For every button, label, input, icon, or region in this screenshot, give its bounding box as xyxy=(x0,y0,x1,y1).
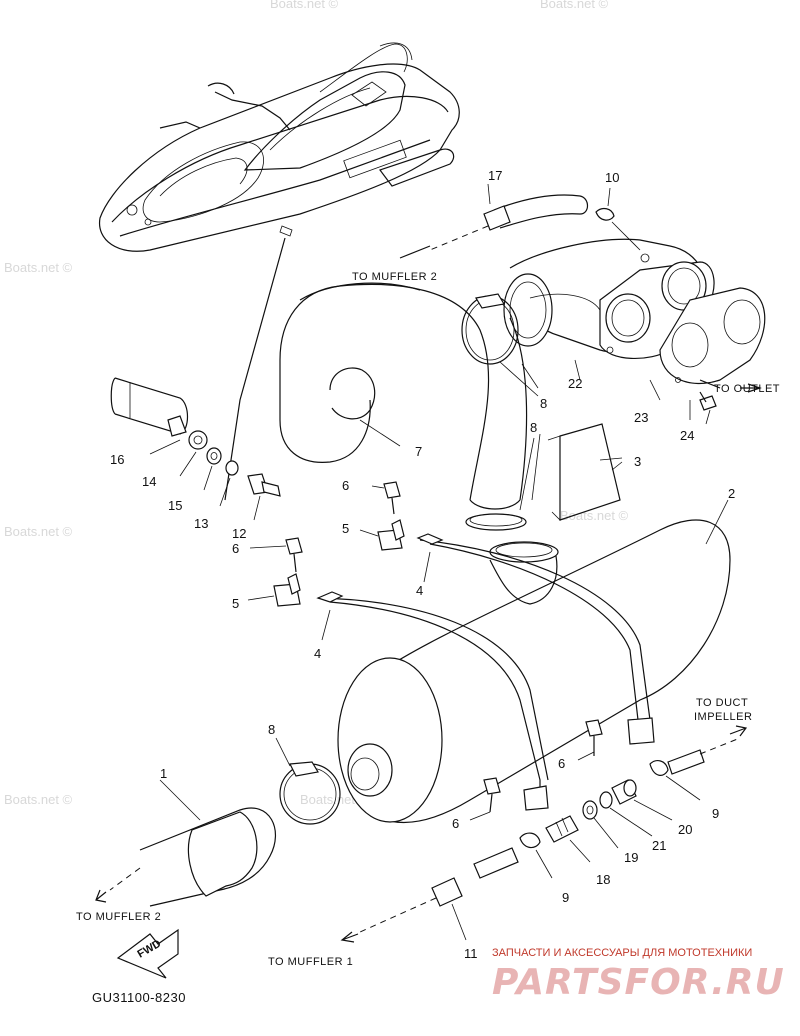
watermark: Boats.net © xyxy=(540,0,609,11)
label-4-front: 4 xyxy=(314,646,321,661)
washer-19 xyxy=(582,800,619,849)
insulation-panel-3 xyxy=(547,423,623,521)
label-10: 10 xyxy=(605,170,619,185)
fwd-arrow-icon: FWD xyxy=(116,928,179,979)
label-15: 15 xyxy=(168,498,182,513)
hull-grille xyxy=(343,139,407,179)
label-16: 16 xyxy=(110,452,124,467)
bracket-5-left xyxy=(247,573,301,607)
bolt-6-lower xyxy=(469,777,501,821)
label-13: 13 xyxy=(194,516,208,531)
part-number-labels: 17 10 8 22 23 24 8 3 7 2 16 14 15 13 12 … xyxy=(110,168,735,961)
label-22: 22 xyxy=(568,376,582,391)
clip-9-lower xyxy=(519,832,553,879)
muffler-2 xyxy=(337,499,731,824)
pipe-1 xyxy=(95,779,276,907)
strap-4-rear xyxy=(416,533,655,745)
label-7: 7 xyxy=(415,444,422,459)
fitting-18 xyxy=(545,815,591,863)
label-20: 20 xyxy=(678,822,692,837)
label-12: 12 xyxy=(232,526,246,541)
label-4-rear: 4 xyxy=(416,583,423,598)
label-19: 19 xyxy=(624,850,638,865)
to-muffler-2-bottom: TO MUFFLER 2 xyxy=(76,911,161,923)
bolt-12 xyxy=(247,473,281,521)
clip-9-right xyxy=(649,760,701,801)
exhaust-elbow-22 xyxy=(503,238,715,381)
watermarks: Boats.net © Boats.net © Boats.net © Boat… xyxy=(4,0,629,807)
hose-clamp-8-middle xyxy=(465,437,535,531)
bolt-24 xyxy=(699,391,717,425)
to-outlet: TO OUTLET xyxy=(714,383,780,395)
hose-11 xyxy=(340,847,519,943)
to-muffler-2-top: TO MUFFLER 2 xyxy=(352,271,437,283)
impeller: IMPELLER xyxy=(694,711,752,723)
hose-16 xyxy=(110,377,189,437)
washer-21 xyxy=(599,791,653,837)
watermark: Boats.net © xyxy=(4,260,73,275)
label-24: 24 xyxy=(680,428,694,443)
label-9-lower: 9 xyxy=(562,890,569,905)
gasket-23 xyxy=(649,287,766,401)
direction-callouts: TO MUFFLER 2 TO OUTLET TO DUCT IMPELLER … xyxy=(76,271,780,968)
strap-4-front xyxy=(316,591,549,811)
label-5-left: 5 xyxy=(232,596,239,611)
washer-15 xyxy=(206,447,222,465)
watermark: Boats.net © xyxy=(270,0,339,11)
brand-tagline: ЗАПЧАСТИ И АКСЕССУАРЫ ДЛЯ МОТОТЕХНИКИ xyxy=(492,947,752,959)
label-1: 1 xyxy=(160,766,167,781)
watermark: Boats.net © xyxy=(4,524,73,539)
brand-logo: PARTSFOR.RU xyxy=(492,962,785,1003)
diagram-code: GU31100-8230 xyxy=(92,990,186,1005)
label-8-lower: 8 xyxy=(268,722,275,737)
label-6-upper: 6 xyxy=(342,478,349,493)
hose-joint-17 xyxy=(483,205,511,231)
hose-clamp-8-lower xyxy=(275,737,341,825)
label-18: 18 xyxy=(596,872,610,887)
bracket-5-upper xyxy=(359,519,405,551)
bolt-6-left xyxy=(249,537,303,573)
clip-10 xyxy=(595,207,615,221)
label-14: 14 xyxy=(142,474,156,489)
watermark: Boats.net © xyxy=(560,508,629,523)
label-21: 21 xyxy=(652,838,666,853)
label-9-right: 9 xyxy=(712,806,719,821)
label-6-lower: 6 xyxy=(452,816,459,831)
label-8-middle: 8 xyxy=(530,420,537,435)
label-6-left: 6 xyxy=(232,541,239,556)
leader-lines xyxy=(521,363,691,501)
fitting-20 xyxy=(611,779,673,821)
label-23: 23 xyxy=(634,410,648,425)
bolt-6-upper-middle xyxy=(371,481,401,515)
hose-to-impeller xyxy=(667,725,748,775)
label-2: 2 xyxy=(728,486,735,501)
upper-hose-assembly xyxy=(399,183,641,259)
exhaust-pipe-7 xyxy=(279,282,528,510)
to-duct: TO DUCT xyxy=(696,697,748,709)
label-11: 11 xyxy=(464,946,478,961)
label-3: 3 xyxy=(634,454,641,469)
to-muffler-1: TO MUFFLER 1 xyxy=(268,956,353,968)
label-6-right: 6 xyxy=(558,756,565,771)
label-8-top: 8 xyxy=(540,396,547,411)
watermark: Boats.net © xyxy=(4,792,73,807)
washer-13 xyxy=(225,460,239,476)
hose-clamp-8-top xyxy=(461,293,539,397)
label-5-upper: 5 xyxy=(342,521,349,536)
brand-watermark: ЗАПЧАСТИ И АКСЕССУАРЫ ДЛЯ МОТОТЕХНИКИ PA… xyxy=(492,947,785,1003)
label-17: 17 xyxy=(488,168,502,183)
fitting-14 xyxy=(188,430,208,450)
bolt-6-right xyxy=(577,719,603,761)
